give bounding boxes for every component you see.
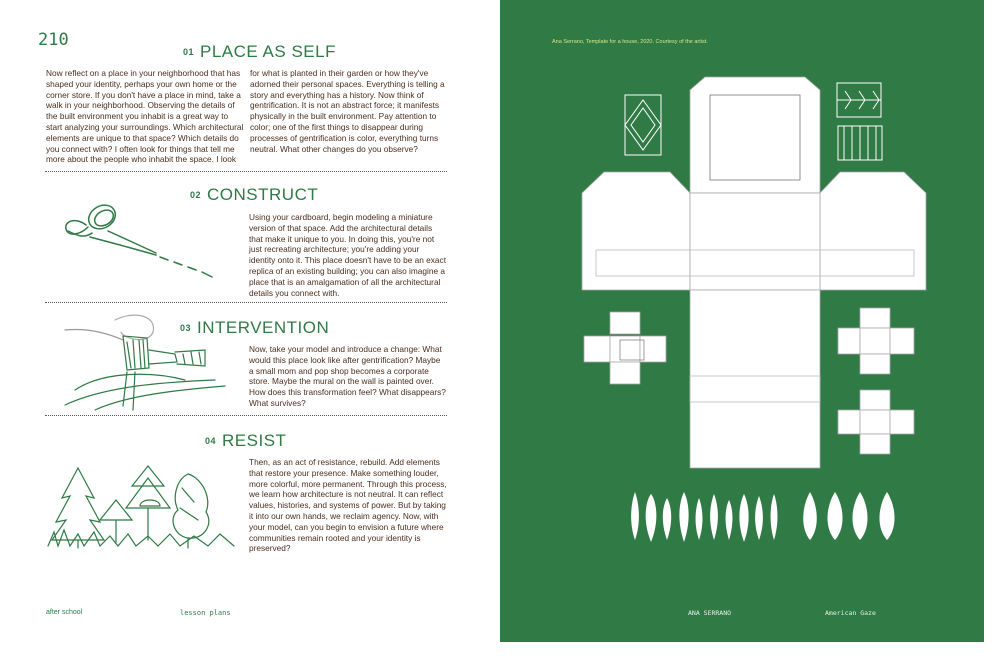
section-1-text-col1: Now reflect on a place in your neighborh… (46, 68, 244, 165)
section-number: 03 (180, 323, 192, 333)
section-4-text: Then, as an act of resistance, rebuild. … (249, 457, 447, 554)
section-title-resist: 04 RESIST (205, 431, 286, 451)
image-credit: Ana Serrano, Template for a house, 2020.… (552, 39, 708, 45)
paintbrush-sketch-icon (64, 314, 226, 411)
dotted-divider (45, 171, 447, 172)
scissors-sketch-icon (65, 204, 213, 278)
trees-sketch-icon (47, 465, 235, 549)
dotted-divider (45, 415, 447, 416)
footer-american-gaze: American Gaze (825, 609, 876, 617)
section-heading: PLACE AS SELF (200, 42, 336, 61)
house-template-icon (581, 76, 927, 542)
left-page: 210 01 PLACE AS SELF Now reflect on a pla… (38, 30, 447, 617)
footer-after-school: after school (46, 609, 83, 616)
section-title-place-as-self: 01 PLACE AS SELF (183, 42, 336, 62)
section-heading: CONSTRUCT (207, 185, 319, 204)
right-page: Ana Serrano, Template for a house, 2020.… (500, 0, 984, 642)
section-title-intervention: 03 INTERVENTION (180, 318, 329, 338)
section-3-text: Now, take your model and introduce a cha… (249, 344, 446, 408)
section-heading: INTERVENTION (197, 318, 330, 337)
page-number: 210 (38, 30, 69, 50)
dotted-divider (45, 302, 447, 303)
section-number: 02 (190, 190, 202, 200)
footer-lesson-plans: lesson plans (180, 609, 231, 617)
section-number: 01 (183, 47, 195, 57)
footer-artist: ANA SERRANO (688, 609, 732, 617)
section-title-construct: 02 CONSTRUCT (190, 185, 318, 205)
section-2-text: Using your cardboard, begin modeling a m… (249, 212, 446, 298)
section-number: 04 (205, 436, 217, 446)
section-1-text-col2: for what is planted in their garden or h… (250, 68, 445, 154)
section-heading: RESIST (222, 431, 287, 450)
